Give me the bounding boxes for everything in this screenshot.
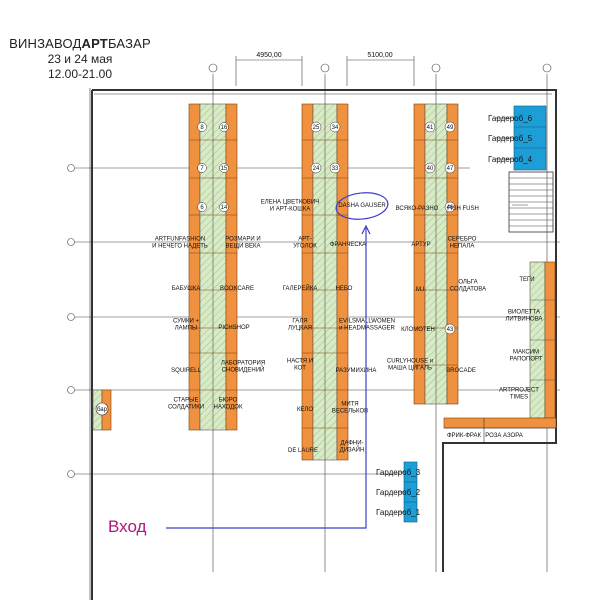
event-dates: 23 и 24 мая — [47, 52, 113, 66]
stall-column-left — [188, 103, 238, 431]
stall-numbers: 8 16 7 15 6 14 25 34 24 33 41 49 40 47 4… — [200, 125, 454, 333]
vendor-label: АРТ-УГОЛОК — [293, 237, 317, 250]
svg-text:25: 25 — [313, 125, 320, 131]
svg-text:40: 40 — [427, 166, 434, 172]
vendor-label: ДАФНИ-ДИЗАЙН — [340, 441, 365, 454]
building-walls — [89, 88, 557, 600]
event-hours: 12.00-21.00 — [47, 67, 113, 81]
grid-markers — [67, 63, 552, 478]
vendor-label: FISH FUSH — [447, 206, 479, 212]
vendor-label: DASHA GAUSER — [338, 203, 386, 209]
vendor-label: M.I. — [416, 287, 426, 293]
svg-text:7: 7 — [200, 166, 204, 172]
cloakrooms-top — [496, 105, 547, 171]
vendor-label: ТЕГИ — [519, 277, 534, 283]
stairs — [509, 177, 553, 227]
vendor-label: БАБУШКА — [172, 286, 200, 292]
vendor-label: РОЗА АЗОРА — [485, 433, 523, 439]
cloakroom-label: Гардероб_5 — [488, 134, 533, 143]
svg-text:8: 8 — [200, 125, 204, 131]
svg-text:34: 34 — [332, 125, 339, 131]
route-annotation — [166, 192, 389, 529]
dimension-marks — [235, 56, 415, 86]
vendor-label: ВСЯКО-РАЗНО — [396, 206, 439, 212]
vendor-label: КЛОМОТЕН — [401, 327, 435, 333]
cloakroom-label: Гардероб_3 — [376, 468, 421, 477]
svg-text:24: 24 — [313, 166, 320, 172]
vendor-label: РАЗУМИХИНА — [336, 368, 377, 374]
vendor-label: ФРАНЧЕСКА — [330, 242, 366, 248]
svg-text:46: 46 — [447, 205, 454, 211]
svg-text:41: 41 — [427, 125, 434, 131]
dimension-label-2: 5100,00 — [367, 52, 392, 59]
svg-text:15: 15 — [221, 166, 228, 172]
vendor-label: ГАЛЕРЕЙКА — [283, 284, 318, 292]
bar-label: бар — [97, 407, 108, 413]
stall-row-bottom-right — [443, 417, 557, 443]
vendor-label: СУМКИ +ЛАМПЫ — [173, 319, 199, 332]
vendor-label: ФРИК-ФРАК — [447, 433, 482, 439]
stall-column-right — [413, 103, 459, 405]
cloakroom-label: Гардероб_4 — [488, 155, 533, 164]
svg-text:6: 6 — [200, 205, 204, 211]
stall-column-far-right — [529, 261, 556, 419]
labels-right-column: ВСЯКО-РАЗНО АРТУР M.I. КЛОМОТЕН CURLYHOU… — [387, 206, 486, 374]
svg-text:33: 33 — [332, 166, 339, 172]
cloakrooms-bottom — [398, 461, 418, 523]
svg-text:16: 16 — [221, 125, 228, 131]
vendor-label: PICHSHOP — [218, 325, 249, 331]
vendor-label: КЕЛО — [297, 407, 313, 413]
vendor-label: НЕБО — [336, 286, 353, 292]
bar-stall — [92, 389, 112, 431]
vendor-label: SQUIRELL — [171, 368, 201, 374]
svg-text:14: 14 — [221, 205, 228, 211]
stall-number-circles — [197, 121, 456, 335]
entrance-label: Вход — [108, 517, 147, 536]
cloakroom-label: Гардероб_6 — [488, 114, 533, 123]
vendor-label: DE LAURE — [288, 448, 318, 454]
dimension-label-1: 4950,00 — [256, 52, 281, 59]
svg-text:43: 43 — [447, 327, 454, 333]
cloakroom-label: Гардероб_1 — [376, 508, 421, 517]
svg-text:47: 47 — [447, 166, 454, 172]
vendor-label: BROCADE — [446, 368, 476, 374]
event-header: ВИНЗАВОДАРТБАЗАР 23 и 24 мая 12.00-21.00 — [0, 36, 160, 81]
vendor-label: АРТУР — [411, 242, 430, 248]
svg-text:49: 49 — [447, 125, 454, 131]
cloakroom-label: Гардероб_2 — [376, 488, 421, 497]
vendor-label: BOOKCARE — [220, 286, 254, 292]
event-title: ВИНЗАВОДАРТБАЗАР — [9, 36, 151, 51]
